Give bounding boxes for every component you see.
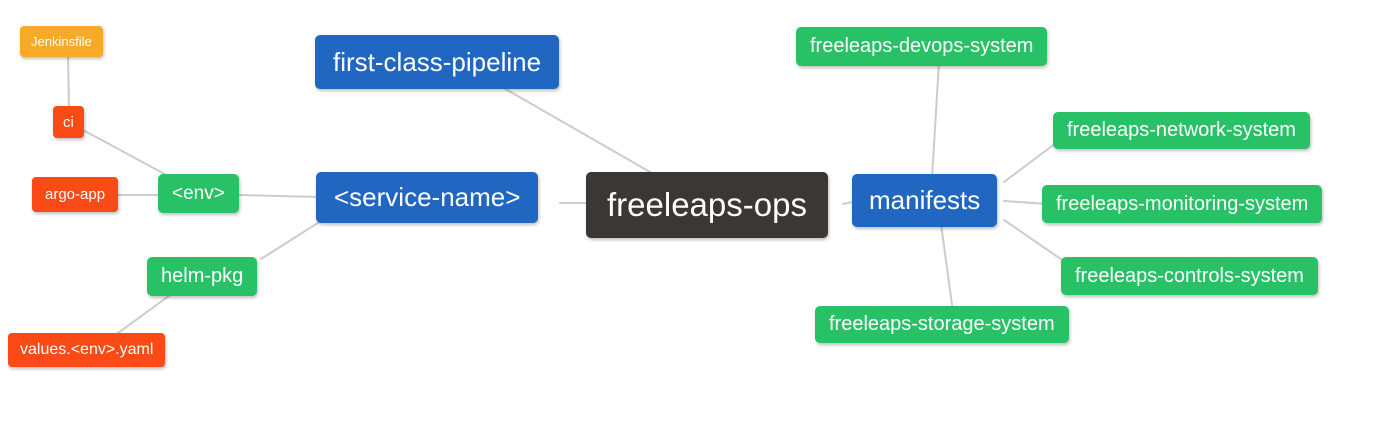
edge-manifests-storage-system [940, 223, 954, 313]
node-freeleaps-ops-root[interactable]: freeleaps-ops [586, 172, 828, 238]
edge-helm-pkg-service-name [260, 218, 325, 260]
node-freeleaps-controls-system[interactable]: freeleaps-controls-system [1061, 257, 1318, 295]
edge-manifests-network-system [1003, 139, 1061, 183]
edge-env-service-name [239, 194, 321, 198]
node-values-env-yaml[interactable]: values.<env>.yaml [8, 333, 166, 367]
node-ci[interactable]: ci [53, 106, 84, 138]
edge-manifests-monitoring-system [1003, 200, 1049, 205]
node-service-name[interactable]: <service-name> [316, 172, 539, 223]
node-freeleaps-devops-system[interactable]: freeleaps-devops-system [796, 27, 1048, 66]
edge-ci-env [82, 129, 173, 179]
node-env[interactable]: <env> [158, 174, 239, 213]
node-freeleaps-network-system[interactable]: freeleaps-network-system [1053, 112, 1310, 149]
node-argo-app[interactable]: argo-app [32, 177, 119, 212]
node-freeleaps-storage-system[interactable]: freeleaps-storage-system [815, 306, 1069, 343]
node-manifests[interactable]: manifests [852, 174, 998, 227]
node-first-class-pipeline[interactable]: first-class-pipeline [315, 35, 560, 89]
edge-manifests-devops-system [931, 61, 940, 179]
edge-manifests-controls-system [1003, 219, 1069, 265]
node-helm-pkg[interactable]: helm-pkg [147, 257, 258, 296]
edge-jenkinsfile-ci [67, 51, 70, 111]
edge-pipeline-freeleaps-ops [501, 86, 658, 177]
node-jenkinsfile[interactable]: Jenkinsfile [20, 26, 103, 57]
node-freeleaps-monitoring-system[interactable]: freeleaps-monitoring-system [1042, 185, 1323, 223]
edge-values-helm-pkg [113, 292, 174, 337]
